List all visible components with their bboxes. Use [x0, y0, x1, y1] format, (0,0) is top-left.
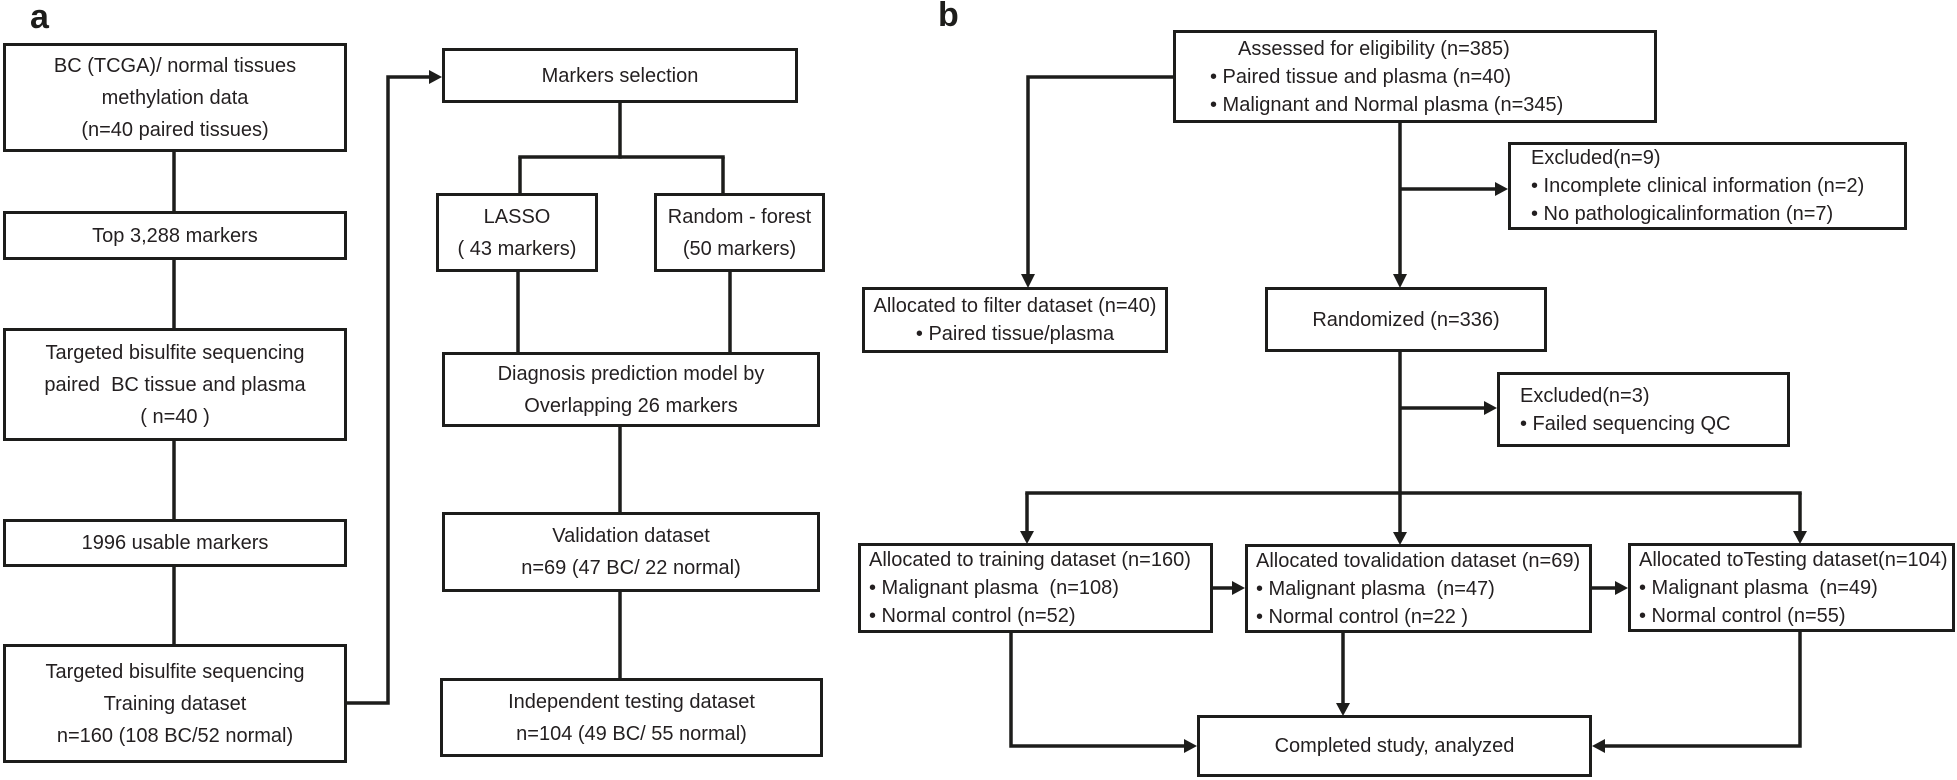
- box-text-line: Assessed for eligibility (n=385): [1238, 37, 1510, 60]
- box-tcga-methylation-data: BC (TCGA)/ normal tissues methylation da…: [3, 43, 347, 152]
- box-text-line: • Malignant plasma (n=49): [1639, 576, 1878, 599]
- connector-assessed-to-filter: [1026, 75, 1173, 284]
- box-text-line: Targeted bisulfite sequencing: [45, 341, 305, 364]
- box-text-line: Random - forest: [667, 205, 812, 228]
- box-diagnosis-model: Diagnosis prediction model by Overlappin…: [442, 352, 820, 427]
- box-text-line: Allocated to training dataset (n=160): [869, 549, 1191, 571]
- box-text-line: Top 3,288 markers: [92, 224, 258, 247]
- box-text-line: n=160 (108 BC/52 normal): [56, 724, 294, 747]
- box-text-line: Training dataset: [103, 692, 247, 715]
- box-text-line: Excluded(n=3): [1520, 384, 1650, 407]
- box-text-line: ( n=40 ): [140, 405, 210, 428]
- arrowhead-into-excluded3: [1484, 401, 1497, 415]
- arrowhead-into-validation-left: [1232, 581, 1245, 595]
- box-text-line: • Paired tissue and plasma (n=40): [1210, 65, 1512, 88]
- box-text-line: Independent testing dataset: [508, 690, 755, 713]
- box-text-line: methylation data: [101, 86, 249, 109]
- box-text-line: • Malignant plasma (n=108): [869, 577, 1119, 599]
- box-text-line: • Malignant and Normal plasma (n=345): [1210, 93, 1564, 116]
- box-text-line: Validation dataset: [552, 525, 710, 547]
- box-allocated-validation: Allocated tovalidation dataset (n=69) • …: [1245, 544, 1592, 633]
- box-excluded-3: Excluded(n=3) • Failed sequencing QC: [1497, 372, 1790, 447]
- box-text-line: • Malignant plasma (n=47): [1256, 577, 1495, 600]
- connector-training-to-completed: [1009, 632, 1185, 748]
- box-allocated-training: Allocated to training dataset (n=160) • …: [858, 543, 1213, 633]
- box-text-line: • Paired tissue/plasma: [915, 323, 1115, 345]
- box-text-line: Overlapping 26 markers: [524, 394, 738, 417]
- box-text-line: Excluded(n=9): [1531, 147, 1661, 169]
- box-text-line: • Failed sequencing QC: [1520, 412, 1731, 435]
- box-text-line: Targeted bisulfite sequencing: [45, 660, 305, 683]
- box-top-markers: Top 3,288 markers: [3, 211, 347, 260]
- arrowhead-into-randomized: [1393, 274, 1407, 288]
- box-text-line: • Normal control (n=55): [1639, 604, 1846, 627]
- box-filter-dataset: Allocated to filter dataset (n=40) • Pai…: [862, 287, 1168, 353]
- box-text-line: Allocated tovalidation dataset (n=69): [1256, 549, 1581, 572]
- box-targeted-sequencing-paired: Targeted bisulfite sequencing paired BC …: [3, 328, 347, 441]
- box-usable-markers: 1996 usable markers: [3, 519, 347, 567]
- arrowhead-into-filter: [1021, 274, 1035, 288]
- box-text-line: Allocated toTesting dataset(n=104): [1639, 548, 1948, 571]
- arrowhead-into-excluded9: [1495, 182, 1508, 196]
- box-text-line: • Incomplete clinical information (n=2): [1531, 175, 1865, 197]
- box-markers-selection: Markers selection: [442, 48, 798, 103]
- box-text-line: Randomized (n=336): [1312, 308, 1500, 331]
- box-text-line: Allocated to filter dataset (n=40): [873, 295, 1157, 317]
- box-text-line: paired BC tissue and plasma: [44, 373, 306, 396]
- box-training-dataset: Targeted bisulfite sequencing Training d…: [3, 644, 347, 763]
- box-text-line: Diagnosis prediction model by: [497, 362, 765, 385]
- connector-testing-to-completed: [1605, 631, 1802, 748]
- box-text-line: • Normal control (n=22 ): [1256, 605, 1469, 628]
- box-validation-dataset: Validation dataset n=69 (47 BC/ 22 norma…: [442, 512, 820, 592]
- box-text-line: (n=40 paired tissues): [81, 118, 269, 141]
- box-random-forest: Random - forest (50 markers): [654, 193, 825, 272]
- box-text-line: n=104 (49 BC/ 55 normal): [516, 722, 747, 745]
- box-text-line: BC (TCGA)/ normal tissues: [53, 54, 297, 77]
- box-text-line: Markers selection: [541, 64, 699, 87]
- box-lasso: LASSO ( 43 markers): [436, 193, 598, 272]
- arrowhead-into-completed-right: [1592, 739, 1605, 753]
- box-text-line: • Normal control (n=52): [869, 605, 1076, 627]
- box-text-line: n=69 (47 BC/ 22 normal): [521, 557, 741, 579]
- box-assessed-eligibility: Assessed for eligibility (n=385) • Paire…: [1173, 30, 1657, 123]
- box-text-line: 1996 usable markers: [81, 532, 269, 554]
- box-text-line: Completed study, analyzed: [1274, 735, 1515, 757]
- arrowhead-into-completed-left: [1184, 739, 1197, 753]
- box-independent-testing: Independent testing dataset n=104 (49 BC…: [440, 678, 823, 757]
- box-text-line: (50 markers): [682, 237, 797, 260]
- box-completed-study: Completed study, analyzed: [1197, 715, 1592, 777]
- panel-a-label: a: [30, 0, 49, 36]
- connector-training-to-markers-selection: [347, 75, 430, 705]
- box-excluded-9: Excluded(n=9) • Incomplete clinical info…: [1508, 142, 1907, 230]
- arrowhead-into-testing-left: [1615, 581, 1628, 595]
- arrowhead-into-markers-selection: [429, 70, 442, 84]
- panel-b-label: b: [938, 0, 959, 34]
- box-text-line: ( 43 markers): [457, 237, 577, 260]
- box-text-line: • No pathologicalinformation (n=7): [1531, 203, 1834, 225]
- box-allocated-testing: Allocated toTesting dataset(n=104) • Mal…: [1628, 543, 1955, 632]
- box-text-line: LASSO: [483, 205, 551, 228]
- box-randomized: Randomized (n=336): [1265, 287, 1547, 352]
